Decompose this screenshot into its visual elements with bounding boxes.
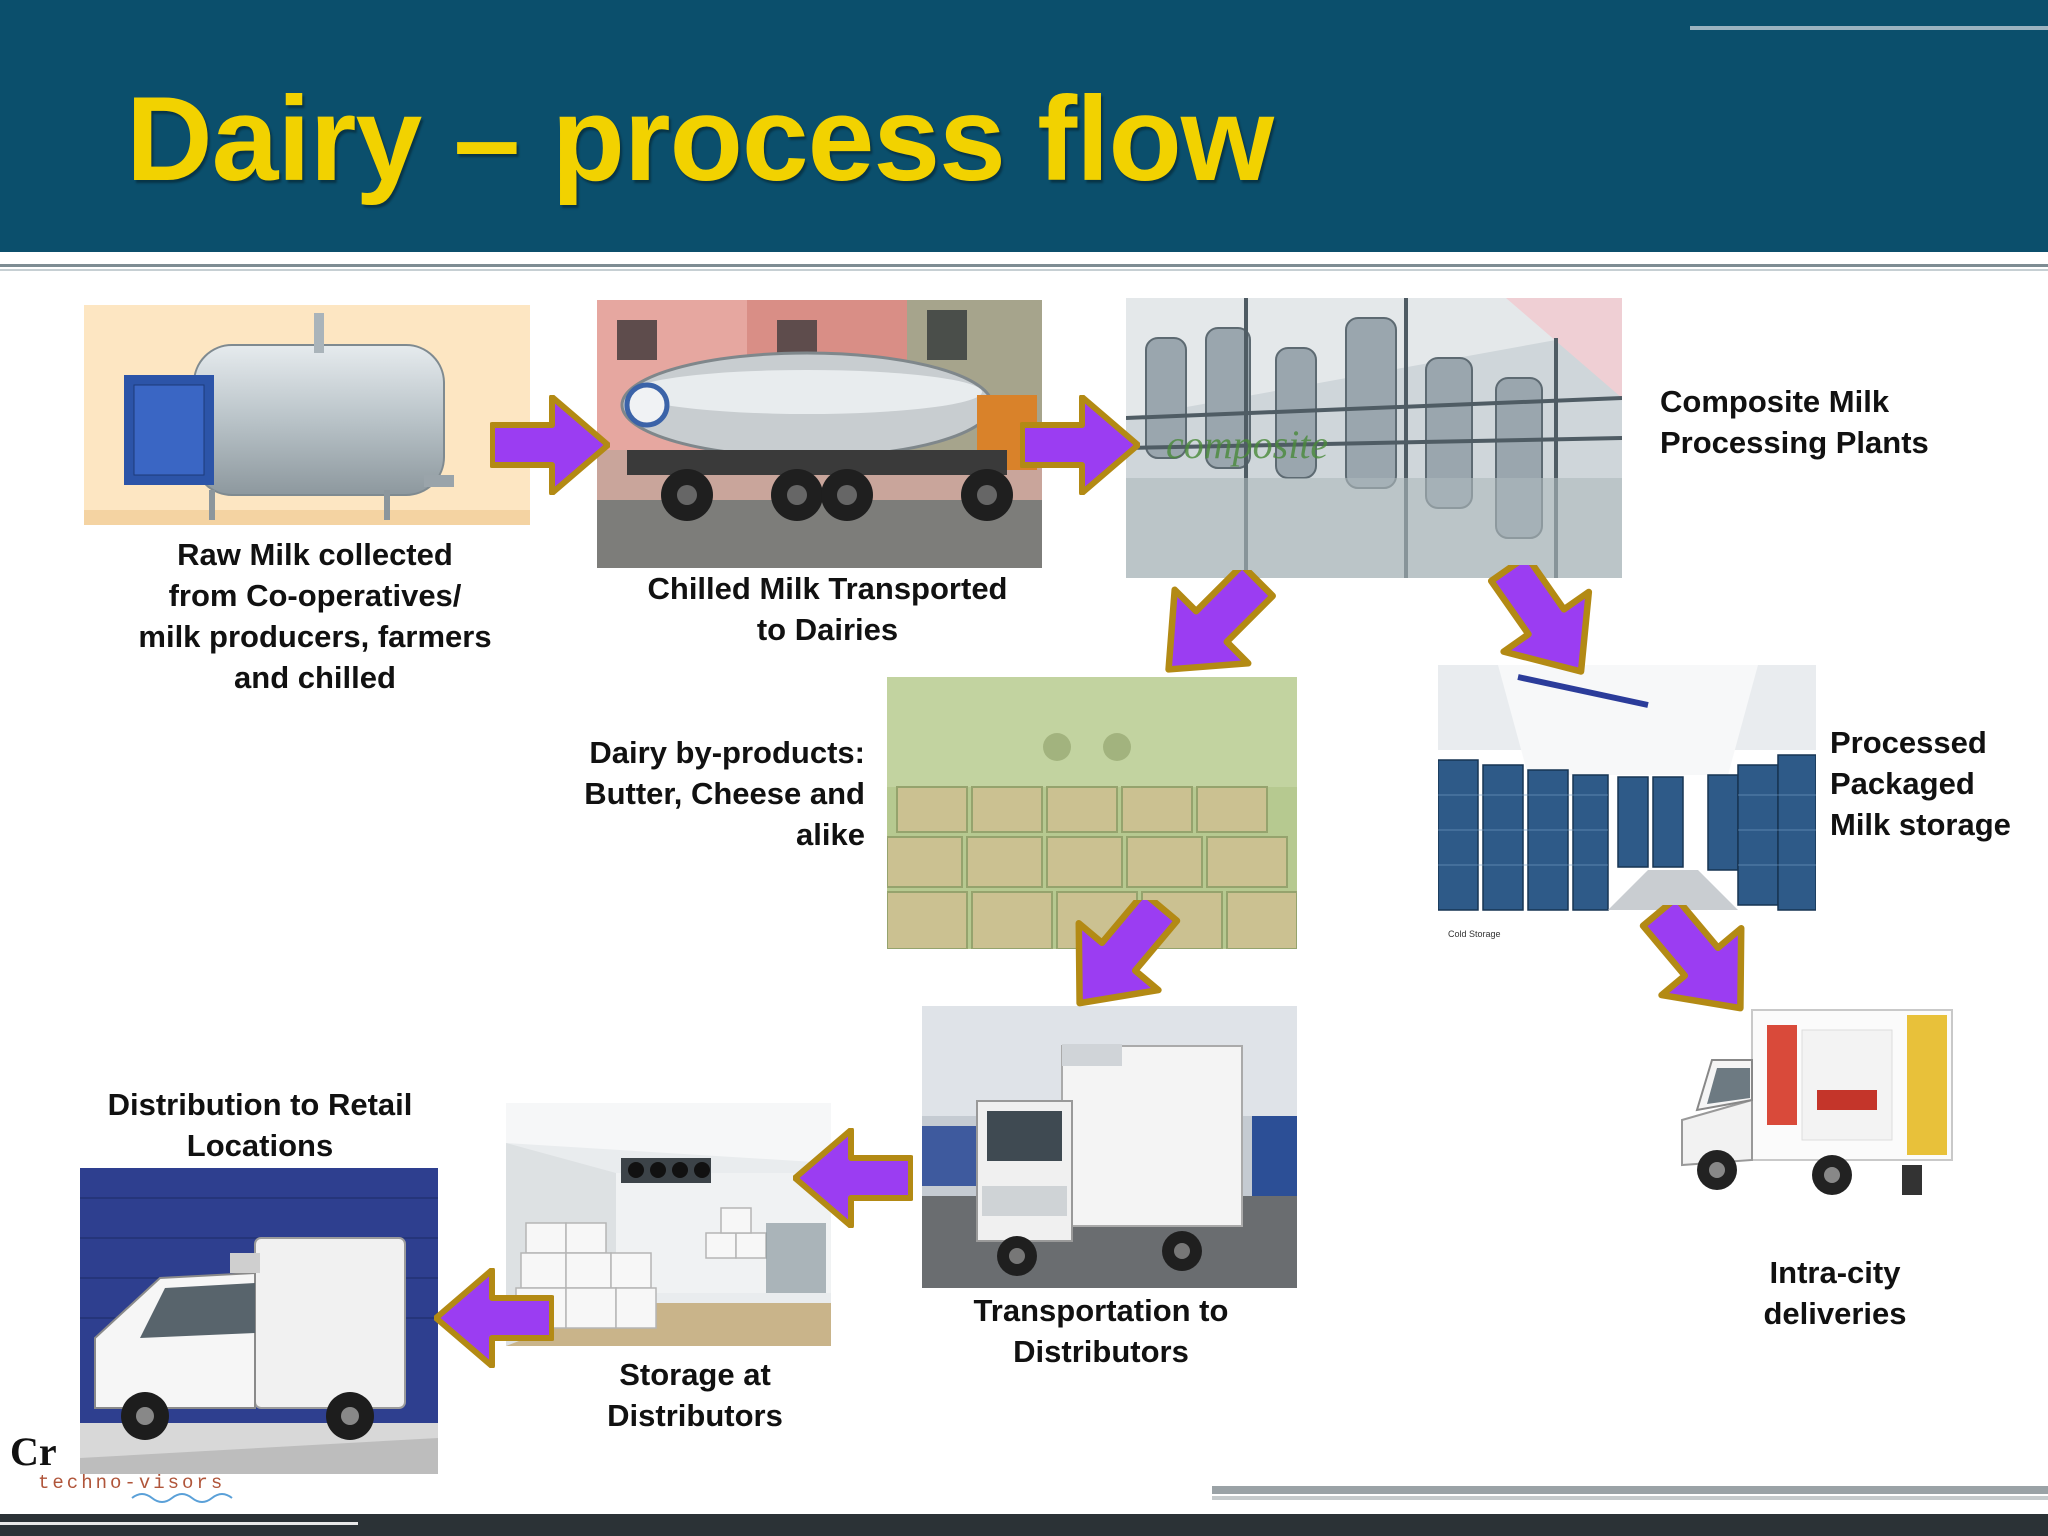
footer-line (0, 1522, 358, 1525)
cold-room-boxes-image (887, 677, 1297, 949)
cold-room-boxes-photo (887, 677, 1297, 949)
cold-storage-image-label: Cold Storage (1448, 929, 1501, 939)
delivery-pickup-truck-image (1672, 1000, 1972, 1218)
header-divider (0, 264, 2048, 267)
delivery-pickup-truck-photo (1672, 1000, 1972, 1218)
down-left-arrow-2 (1075, 900, 1181, 1007)
down-right-arrow-1 (1487, 565, 1593, 675)
header-divider-light (0, 269, 2048, 271)
milk-chilling-tank-photo (84, 305, 530, 525)
milk-chilling-tank-image (84, 305, 530, 525)
refrigerated-box-truck-image (922, 1006, 1297, 1288)
down-right-arrow-2 (1639, 905, 1745, 1012)
milk-tanker-truck-image (597, 300, 1042, 568)
logo-subtitle: techno-visors (38, 1472, 226, 1494)
right-arrow-2 (1020, 395, 1140, 495)
white-delivery-van-photo (80, 1168, 438, 1474)
logo-wave-icon (131, 1493, 233, 1503)
left-arrow-2 (434, 1268, 554, 1368)
processing-plant-photo: composite (1126, 298, 1622, 578)
crate-cold-storage-image (1438, 665, 1816, 925)
down-left-arrow-1 (1165, 570, 1277, 673)
header-accent-line (1690, 26, 2048, 30)
crate-cold-storage-photo (1438, 665, 1816, 925)
footer-accent-bar (1212, 1486, 2048, 1494)
company-logo: Cr techno-visors (10, 1428, 250, 1504)
title-banner: Dairy – process flow (0, 0, 2048, 252)
white-delivery-van-image (80, 1168, 438, 1474)
left-arrow-1 (793, 1128, 913, 1228)
refrigerated-box-truck-photo (922, 1006, 1297, 1288)
processing-plant-image: composite (1126, 298, 1622, 578)
logo-mark: Cr (10, 1429, 57, 1474)
footer-bar (0, 1514, 2048, 1536)
footer-accent-bar-light (1212, 1496, 2048, 1500)
svg-text:composite: composite (1166, 422, 1328, 467)
slide-title: Dairy – process flow (126, 72, 1274, 206)
right-arrow-1 (490, 395, 610, 495)
milk-tanker-truck-photo (597, 300, 1042, 568)
distributor-cold-room-photo (506, 1103, 831, 1346)
distributor-cold-room-image (506, 1103, 831, 1346)
